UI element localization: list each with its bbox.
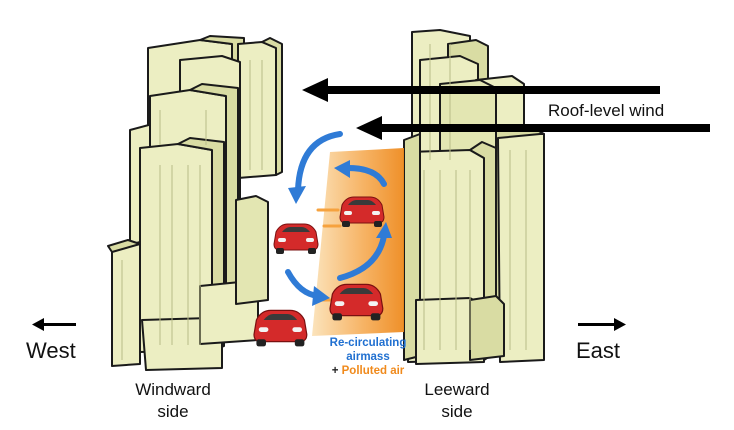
west-label: West	[26, 338, 76, 363]
recirculation-arrows	[285, 131, 387, 299]
recirc-line-1: Re-circulating	[329, 337, 407, 349]
car-icon	[339, 196, 385, 227]
leeward-line-1: Leeward	[424, 380, 490, 399]
leeward-side-label: Leeward side	[412, 379, 502, 423]
wind-arrow-shaft	[320, 86, 660, 94]
recirc-arrow-top-right	[345, 165, 387, 187]
recirc-line-2: airmass	[346, 351, 390, 363]
windward-line-2: side	[157, 402, 189, 421]
car-icon	[253, 309, 308, 347]
leeward-line-2: side	[441, 402, 473, 421]
leeward-facade-lines	[423, 44, 527, 350]
east-arrow-icon	[578, 318, 626, 331]
recirc-plus: +	[331, 365, 339, 377]
windward-side-label: Windward side	[128, 379, 218, 423]
polluted-air-label: Polluted air	[341, 365, 405, 377]
windward-line-1: Windward	[135, 380, 211, 399]
east-label: East	[576, 338, 621, 363]
car-icon	[329, 283, 384, 321]
wind-arrow-shaft	[376, 124, 710, 132]
roof-wind-arrows	[302, 78, 710, 140]
roof-wind-label: Roof-level wind	[548, 101, 665, 120]
wind-arrow-head	[302, 78, 328, 102]
recirc-arrow-right-up	[337, 233, 387, 281]
windward-facade-lines	[121, 60, 263, 360]
recirculation-arrowheads	[288, 160, 392, 306]
recirculation-legend: Re-circulating airmass + Polluted air	[318, 336, 418, 378]
car-icon	[273, 223, 319, 254]
recirc-arrow-top-left	[295, 131, 343, 193]
windward-buildings	[107, 35, 283, 371]
leeward-buildings	[403, 29, 545, 365]
west-arrow-icon	[32, 318, 76, 331]
wind-arrow-head	[356, 116, 382, 140]
